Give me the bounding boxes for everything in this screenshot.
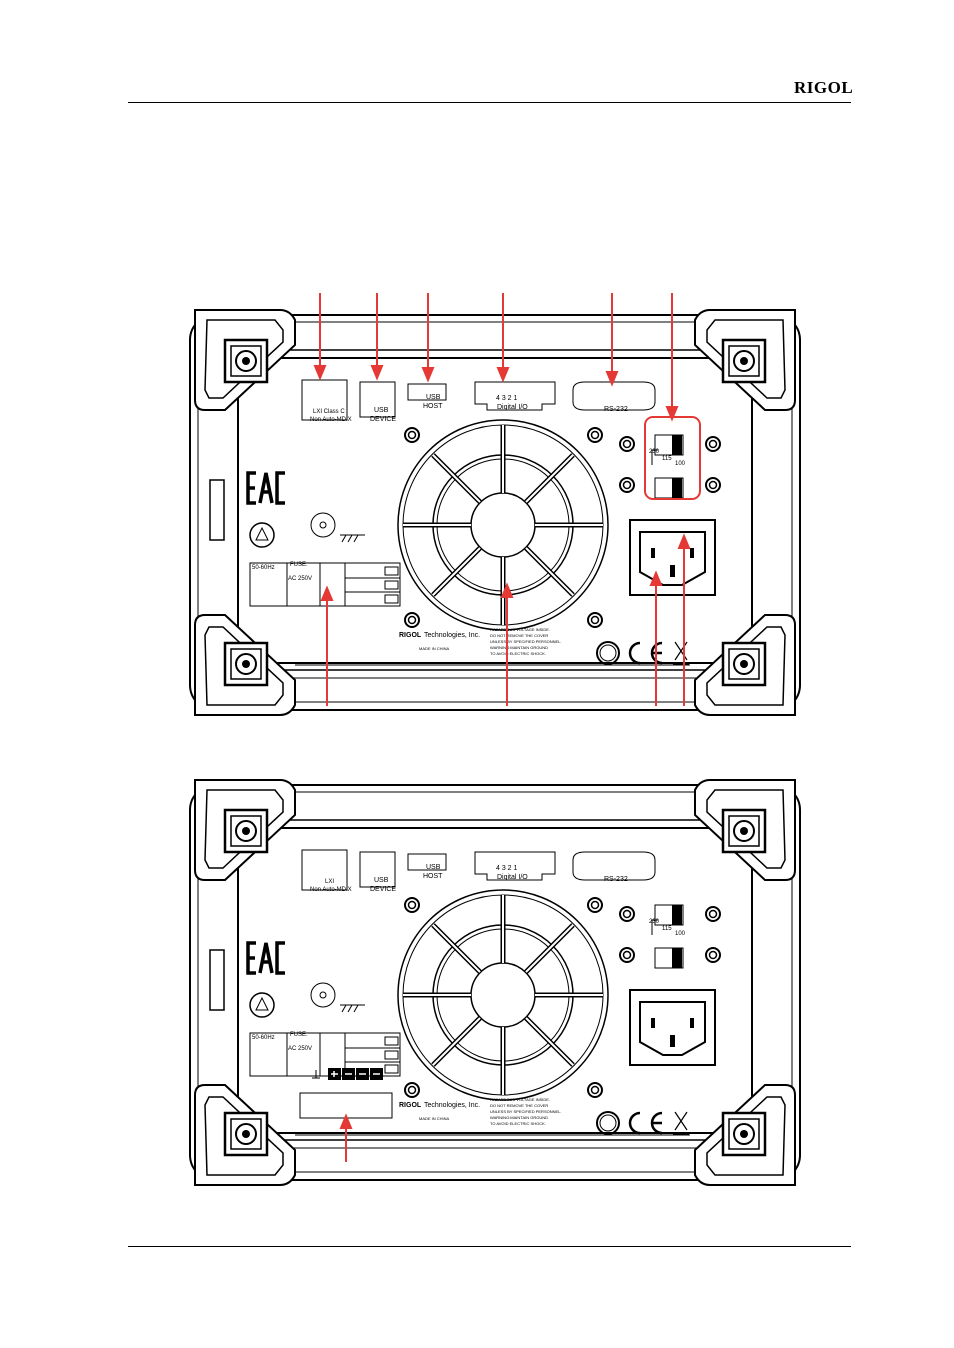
made-in-label-b: MADE IN CHINA — [419, 1116, 450, 1121]
header-rule — [128, 102, 851, 103]
rear-panel-bottom — [190, 780, 800, 1185]
warning-line-1-b: HAZARDOUS VOLTAGE INSIDE. — [490, 1097, 550, 1102]
digital-io-pins: 4 3 2 1 — [496, 395, 518, 402]
digital-io-label: Digital I/O — [497, 404, 528, 411]
warning-line-2: DO NOT REMOVE THE COVER — [490, 633, 548, 638]
voltage-230: 230 — [649, 449, 660, 455]
usb-device-label-b2: DEVICE — [370, 886, 396, 893]
callout-arrows-top — [313, 293, 701, 706]
warning-line-2-b: DO NOT REMOVE THE COVER — [490, 1103, 548, 1108]
warning-line-4-b: WARNING:MAINTAIN GROUND — [490, 1115, 548, 1120]
voltage-115: 115 — [662, 456, 672, 462]
panel-bottom-labels: LXI Non Auto-MDIX USB DEVICE USB HOST 4 … — [252, 864, 686, 1126]
fuse-freq: 50-60Hz — [252, 565, 275, 571]
fuse-freq-b: 50-60Hz — [252, 1035, 275, 1041]
lan-label-bottom: LXI — [325, 879, 334, 885]
voltage-100: 100 — [675, 461, 686, 467]
callout-arrow-bottom — [339, 1113, 353, 1162]
warning-line-5-b: TO AVOID ELECTRIC SHOCK. — [490, 1121, 546, 1126]
warning-line-3: UNLESS BY SPECIFIED PERSONNEL. — [490, 639, 562, 644]
fuse-voltage-b: AC 250V — [288, 1046, 312, 1052]
lan-sub-label-bottom: Non Auto-MDIX — [310, 887, 352, 893]
brand-logo: RIGOL — [794, 78, 854, 97]
usb-device-label-2: DEVICE — [370, 416, 396, 423]
usb-device-label-b: USB — [374, 877, 389, 884]
voltage-100-b: 100 — [675, 931, 686, 937]
digital-io-pins-b: 4 3 2 1 — [496, 865, 518, 872]
rs232-label-b: RS-232 — [604, 876, 628, 883]
lan-sub-label: Non Auto-MDIX — [310, 417, 352, 423]
usb-host-label: USB — [426, 394, 441, 401]
panel-top-labels: LXI Class C Non Auto-MDIX USB DEVICE USB… — [252, 394, 686, 656]
digital-io-label-b: Digital I/O — [497, 874, 528, 881]
company-brand-b: RIGOL — [399, 1102, 422, 1109]
made-in-label: MADE IN CHINA — [419, 646, 450, 651]
voltage-230-b: 230 — [649, 919, 660, 925]
company-name-b: Technologies, Inc. — [424, 1102, 480, 1109]
fuse-label-b: FUSE: — [290, 1032, 308, 1038]
warning-line-1: HAZARDOUS VOLTAGE INSIDE. — [490, 627, 550, 632]
footer-rule — [128, 1246, 851, 1247]
company-brand: RIGOL — [399, 632, 422, 639]
warning-line-3-b: UNLESS BY SPECIFIED PERSONNEL. — [490, 1109, 562, 1114]
usb-host-label-2: HOST — [423, 403, 443, 410]
voltage-115-b: 115 — [662, 926, 672, 932]
usb-device-label: USB — [374, 407, 389, 414]
usb-host-label-b: USB — [426, 864, 441, 871]
warning-line-5: TO AVOID ELECTRIC SHOCK. — [490, 651, 546, 656]
rs232-label: RS-232 — [604, 406, 628, 413]
company-name: Technologies, Inc. — [424, 632, 480, 639]
fuse-label: FUSE: — [290, 562, 308, 568]
terminal-block — [299, 1068, 393, 1119]
fuse-voltage: AC 250V — [288, 576, 312, 582]
lan-label: LXI Class C — [313, 409, 345, 415]
usb-host-label-b2: HOST — [423, 873, 443, 880]
warning-line-4: WARNING:MAINTAIN GROUND — [490, 645, 548, 650]
